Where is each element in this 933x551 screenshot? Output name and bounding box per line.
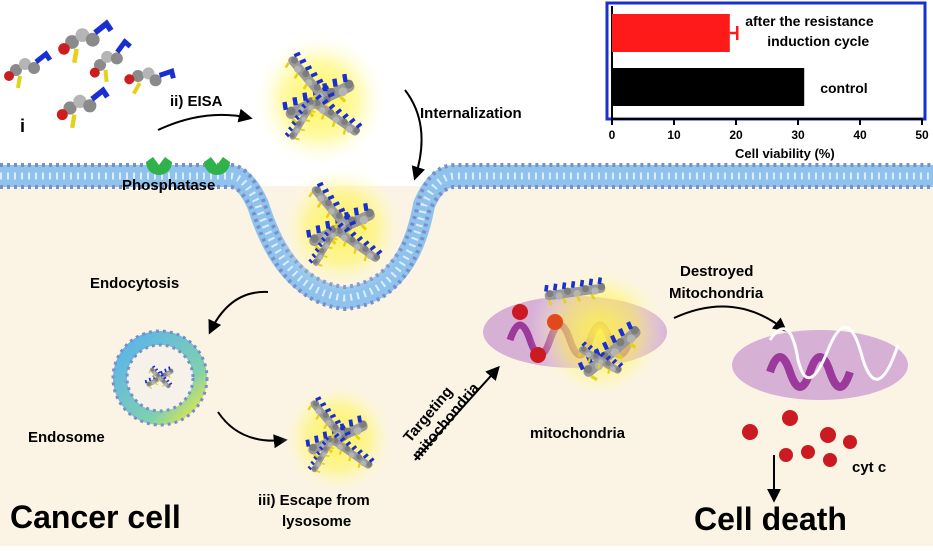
x-tick-label: 50 bbox=[915, 128, 929, 142]
label-eisa: ii) EISA bbox=[170, 93, 223, 110]
label-i: i bbox=[20, 116, 25, 136]
x-tick-label: 40 bbox=[853, 128, 867, 142]
label-mitochondria: mitochondria bbox=[530, 425, 626, 442]
bar-label: after the resistance bbox=[745, 13, 874, 29]
label-internalization: Internalization bbox=[420, 105, 522, 122]
eisa-arrow bbox=[157, 108, 253, 131]
label-endocytosis: Endocytosis bbox=[90, 275, 179, 292]
label-cancer-cell: Cancer cell bbox=[10, 499, 181, 535]
destroyed-mitochondrion bbox=[732, 326, 908, 400]
internalization-arrow bbox=[404, 89, 426, 181]
cell-viability-chart: after the resistance induction cycle contr… bbox=[605, 1, 929, 161]
destroy-arrow bbox=[673, 305, 788, 332]
nanofiber-in-membrane bbox=[277, 163, 407, 293]
escape-arrow bbox=[217, 411, 288, 449]
bar-resistance bbox=[612, 14, 730, 52]
monomer-cluster bbox=[4, 24, 175, 128]
endosome-vesicle bbox=[111, 329, 209, 427]
label-destroyed-1: Destroyed bbox=[680, 263, 753, 280]
cyt-c-particles bbox=[742, 410, 857, 467]
bar-label: induction cycle bbox=[767, 33, 869, 49]
nanofiber-aggregate bbox=[252, 32, 388, 168]
label-cell-death: Cell death bbox=[694, 501, 847, 537]
chart-xlabel: Cell viability (%) bbox=[735, 146, 835, 161]
bar-control bbox=[612, 68, 805, 106]
label-cyt-c: cyt c bbox=[852, 459, 886, 476]
label-endosome: Endosome bbox=[28, 429, 105, 446]
x-tick-label: 10 bbox=[667, 128, 681, 142]
x-tick-label: 20 bbox=[729, 128, 743, 142]
endocytosis-arrow bbox=[208, 290, 269, 335]
label-escape-2: lysosome bbox=[282, 513, 351, 530]
label-destroyed-2: Mitochondria bbox=[669, 285, 764, 302]
x-tick-label: 0 bbox=[609, 128, 616, 142]
phosphatase-icon bbox=[146, 157, 230, 175]
label-escape-1: iii) Escape from bbox=[258, 492, 370, 509]
x-tick-label: 30 bbox=[791, 128, 805, 142]
escaped-aggregate bbox=[279, 379, 397, 497]
bar-label: control bbox=[820, 80, 867, 96]
targeting-arrow bbox=[414, 365, 500, 461]
label-phosphatase: Phosphatase bbox=[122, 177, 215, 194]
error-bar bbox=[729, 26, 739, 40]
